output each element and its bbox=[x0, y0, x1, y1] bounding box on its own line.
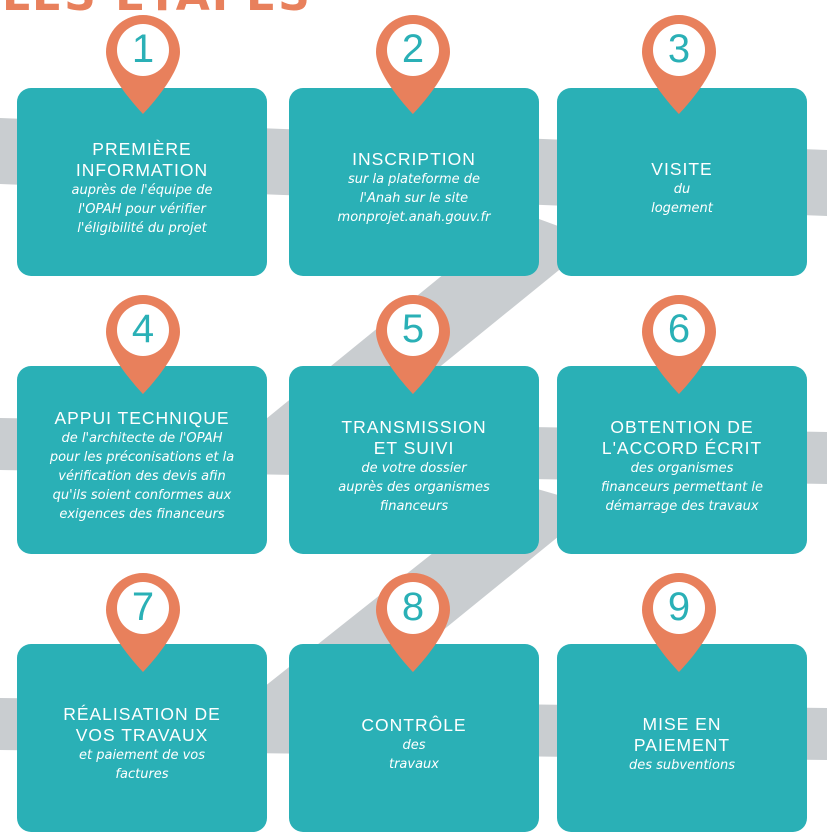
step-title: MISE EN PAIEMENT bbox=[633, 713, 731, 755]
step-number: 3 bbox=[667, 27, 691, 71]
step-pin-7: 7 bbox=[102, 570, 184, 674]
step-card-9: MISE EN PAIEMENT des subventions bbox=[557, 644, 807, 832]
step-title: VISITE bbox=[651, 158, 713, 179]
step-title: CONTRÔLE bbox=[361, 714, 467, 735]
step-description: des organismes financeurs permettant le … bbox=[601, 460, 763, 514]
step-number: 6 bbox=[667, 307, 691, 351]
step-number: 4 bbox=[131, 307, 155, 351]
step-description: du logement bbox=[651, 181, 713, 216]
step-pin-5: 5 bbox=[372, 292, 454, 396]
step-description: des subventions bbox=[628, 757, 736, 773]
step-pin-3: 3 bbox=[638, 12, 720, 116]
step-number: 7 bbox=[131, 585, 155, 629]
step-description: sur la plateforme de l'Anah sur le site … bbox=[337, 172, 491, 225]
map-pin-icon bbox=[106, 573, 180, 672]
step-title: TRANSMISSION ET SUIVI bbox=[341, 416, 487, 458]
map-pin-icon bbox=[106, 295, 180, 394]
step-card-4: APPUI TECHNIQUE de l'architecte de l'OPAH… bbox=[17, 366, 267, 554]
header-title: LES ÉTAPES bbox=[2, 0, 312, 21]
step-title: OBTENTION DE L'ACCORD ÉCRIT bbox=[601, 416, 763, 458]
step-pin-1: 1 bbox=[102, 12, 184, 116]
step-description: de l'architecte de l'OPAH pour les préco… bbox=[49, 431, 235, 522]
map-pin-icon bbox=[642, 295, 716, 394]
step-description: de votre dossier auprès des organismes f… bbox=[338, 460, 490, 514]
step-pin-8: 8 bbox=[372, 570, 454, 674]
step-pin-2: 2 bbox=[372, 12, 454, 116]
step-number: 8 bbox=[401, 585, 425, 629]
step-title: APPUI TECHNIQUE bbox=[54, 408, 230, 428]
step-pin-6: 6 bbox=[638, 292, 720, 396]
step-number: 2 bbox=[401, 27, 425, 71]
step-description: des travaux bbox=[388, 737, 439, 772]
step-number: 1 bbox=[131, 27, 155, 71]
step-pin-4: 4 bbox=[102, 292, 184, 396]
map-pin-icon bbox=[376, 573, 450, 672]
step-pin-9: 9 bbox=[638, 570, 720, 674]
step-description: auprès de l'équipe de l'OPAH pour vérifi… bbox=[71, 182, 213, 236]
map-pin-icon bbox=[106, 15, 180, 114]
step-title: INSCRIPTION bbox=[352, 149, 476, 169]
step-card-2: INSCRIPTION sur la plateforme de l'Anah s… bbox=[289, 88, 539, 276]
step-title: PREMIÈRE INFORMATION bbox=[75, 138, 209, 180]
step-title: RÉALISATION DE VOS TRAVAUX bbox=[63, 704, 221, 745]
step-number: 9 bbox=[667, 585, 691, 629]
map-pin-icon bbox=[376, 15, 450, 114]
step-description: et paiement de vos factures bbox=[79, 748, 205, 782]
map-pin-icon bbox=[642, 15, 716, 114]
step-number: 5 bbox=[401, 307, 425, 351]
map-pin-icon bbox=[642, 573, 716, 672]
map-pin-icon bbox=[376, 295, 450, 394]
